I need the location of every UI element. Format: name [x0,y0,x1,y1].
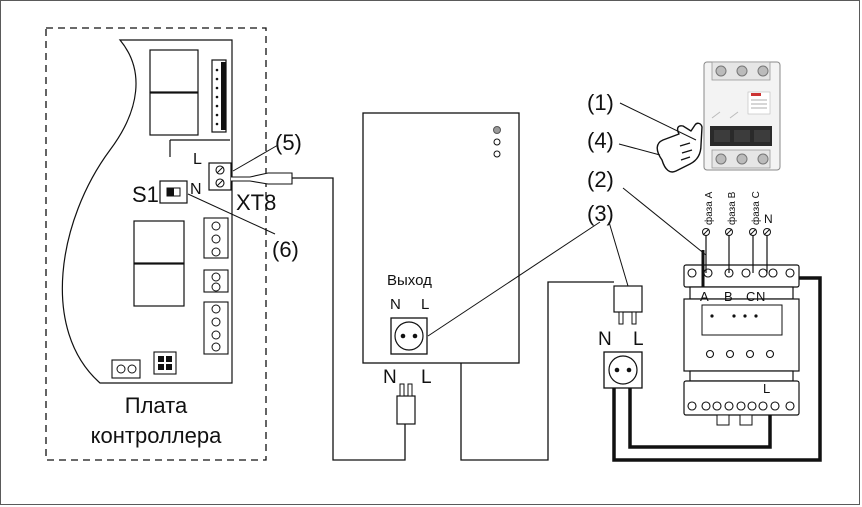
thick-wire-1 [612,276,822,462]
socket-right-n-label: N [598,329,612,350]
callout-6: (6) [272,237,299,262]
wire-xt8-to-plug [292,177,406,461]
callout-3: (3) [587,201,614,226]
neutral-label: N [764,212,773,226]
xt8-label: XT8 [236,190,276,215]
board-outline [45,27,267,461]
thick-wire-2 [628,388,772,449]
meter-n-label: N [756,289,765,304]
bottom-connector [153,351,177,375]
plug-left-l-label: L [421,367,432,388]
output-label: Выход [387,272,432,289]
callout-5: (5) [275,130,302,155]
plug-left-n-label: N [383,367,397,388]
relay-mid-2 [133,263,185,307]
terminal-l-label: L [193,151,202,168]
meter-l-label: L [763,381,770,396]
callout-2: (2) [587,167,614,192]
phase-a-label: фаза A [703,191,715,225]
meter-c-label: C [746,289,755,304]
phase-b-label: фаза B [726,191,738,225]
meter-b-label: B [724,289,733,304]
plug-left [396,383,416,425]
board-title-line2: контроллера [90,423,222,448]
board-pcb [61,39,233,384]
bottom-terminal [111,359,141,379]
phase-c-label: фаза C [750,191,762,225]
s1-label: S1 [132,182,159,207]
callout-1: (1) [587,90,614,115]
relay-mid-1 [133,220,185,264]
relay-top-2 [149,92,199,136]
callout-4: (4) [587,128,614,153]
meter-a-label: A [700,289,709,304]
circuit-breaker [703,61,781,171]
output-n-label: N [390,296,401,313]
relay-top-1 [149,49,199,93]
wire-unit-to-socket [460,281,614,461]
heater-unit [362,112,520,364]
hand-icon [656,122,703,173]
socket-right-l-label: L [633,329,644,350]
terminal-n-label: N [190,181,202,198]
plug-right [613,285,643,325]
output-l-label: L [421,296,429,313]
board-title-line1: Плата [124,393,188,418]
